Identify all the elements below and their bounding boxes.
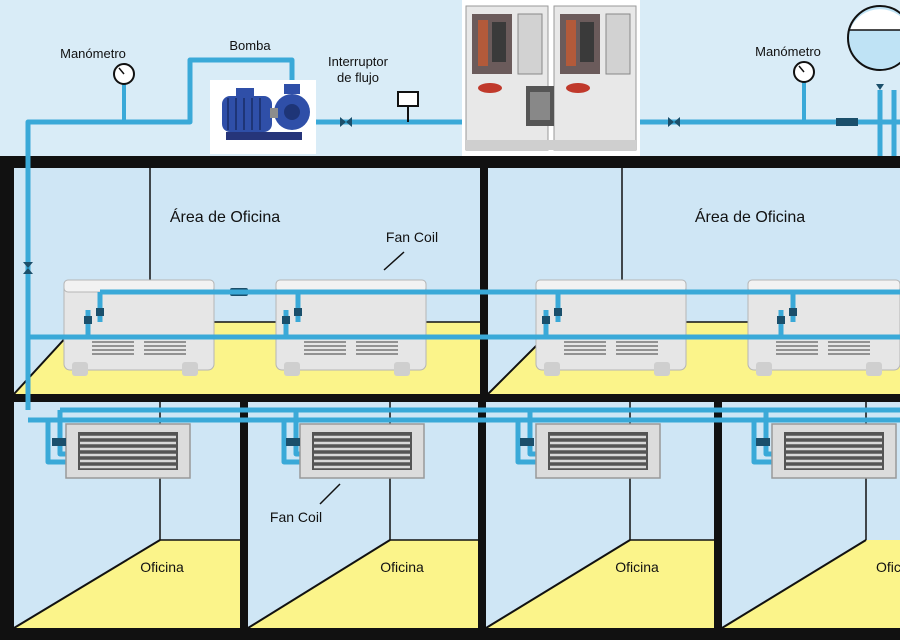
lower-divider-1 (240, 402, 248, 628)
flow-switch-icon (397, 91, 419, 122)
fan-coil-console-3 (535, 279, 687, 376)
fancoil-label-lower: Fan Coil (270, 509, 322, 525)
lower-divider-3 (714, 402, 722, 628)
valve-icon (23, 268, 33, 274)
expansion-tank-icon (847, 5, 900, 90)
fan-coil-ceiling-2 (299, 423, 425, 479)
fan-coil-console-2 (275, 279, 427, 376)
floor-slab (0, 394, 900, 402)
fan-coil-ceiling-3 (535, 423, 661, 479)
pump-label: Bomba (229, 38, 271, 53)
area-label-left: Área de Oficina (170, 207, 280, 226)
lower-divider-2 (478, 402, 486, 628)
valve-icon (340, 117, 346, 127)
left-wall (0, 156, 14, 640)
unit-valves-lower (52, 438, 770, 446)
fancoil-label-upper: Fan Coil (386, 229, 438, 245)
upper-divider (480, 168, 488, 394)
office-label-2: Oficina (380, 559, 424, 575)
valve-icons (23, 117, 680, 274)
flow-switch-label-line2: de flujo (337, 70, 379, 85)
pump-icon (210, 80, 316, 154)
pressure-gauge-icon (793, 61, 815, 122)
valve-icon (668, 117, 674, 127)
chiller-icon (462, 0, 640, 156)
ground-slab (0, 628, 900, 640)
pipe-fitting (836, 118, 858, 126)
fancoil-upper-leader (383, 251, 405, 271)
area-label-right: Área de Oficina (695, 207, 805, 226)
flow-switch-label-line1: Interruptor (328, 54, 389, 69)
gauge-label-right: Manómetro (755, 44, 821, 59)
valve-icon (23, 262, 33, 268)
valve-icon (674, 117, 680, 127)
fan-coil-ceiling-1 (65, 423, 191, 479)
valve-icon (346, 117, 352, 127)
roof-slab (0, 156, 900, 168)
gauge-label-left: Manómetro (60, 46, 126, 61)
pressure-gauge-icon (113, 63, 135, 122)
office-label-4: Ofic (876, 559, 900, 575)
fan-coil-ceiling-4 (771, 423, 897, 479)
fancoil-lower-leader (319, 483, 341, 505)
roof-area (0, 0, 900, 158)
office-label-1: Oficina (140, 559, 184, 575)
unit-valves-upper (84, 308, 797, 324)
fan-coil-console-4 (747, 279, 900, 376)
office-label-3: Oficina (615, 559, 659, 575)
